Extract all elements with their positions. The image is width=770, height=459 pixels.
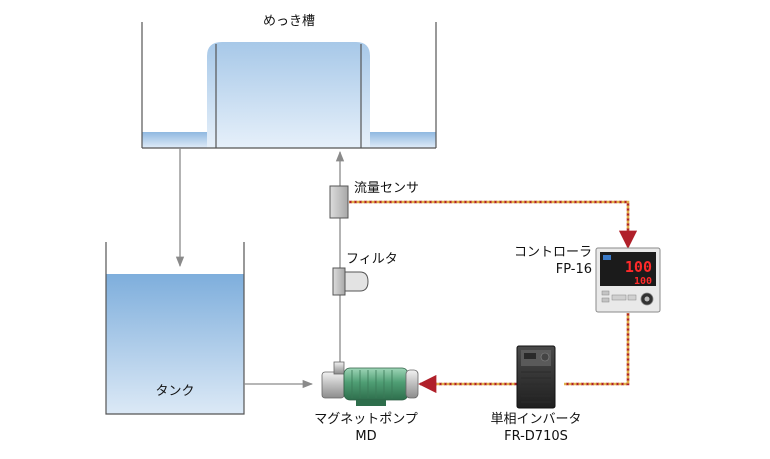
flow-sensor (329, 185, 349, 219)
plating-tank-inner-water (207, 42, 370, 148)
tank-label: タンク (155, 384, 195, 399)
inverter-model-label: FR-D710S (504, 429, 568, 444)
signal-controller-to-inverter (564, 313, 630, 386)
filter (332, 267, 369, 296)
signal-sensor-to-controller-overlay (349, 200, 638, 249)
inverter-vents (521, 371, 551, 403)
flow-sensor-label: 流量センサ (354, 181, 420, 196)
pipes (175, 148, 345, 389)
inverter-display (524, 353, 536, 359)
inverter-dial-icon (540, 352, 550, 362)
controller-name-label: コントローラ (513, 245, 592, 260)
controller-model-label: FP-16 (555, 262, 592, 277)
inverter-name-label: 単相インバータ (490, 412, 582, 427)
pump-name-label: マグネットポンプ (314, 412, 418, 427)
signal-lines (349, 200, 638, 394)
pump-head (321, 371, 345, 399)
pump-motor-cap (405, 369, 419, 399)
flow-sensor-body (329, 185, 349, 219)
pump-base (356, 400, 386, 406)
magnet-pump (321, 361, 419, 406)
plating-tank (141, 22, 437, 149)
signal-controller-to-inverter-overlay (564, 313, 630, 386)
controller-pv-value: 100 (625, 258, 652, 276)
pump-motor-fins (351, 370, 393, 398)
storage-tank-walls (105, 242, 245, 415)
filter-label: フィルタ (346, 252, 398, 267)
controller-sv-value: 100 (634, 276, 652, 287)
controller-indicator-icon (603, 255, 611, 260)
signal-sensor-to-controller (349, 200, 630, 247)
controller-keys (601, 290, 637, 303)
plating-tank-label: めっき槽 (262, 14, 315, 29)
filter-cartridge (344, 271, 369, 292)
controller-device: 100 100 (595, 247, 661, 313)
controller-dial-center (644, 296, 650, 302)
storage-tank-water (106, 274, 244, 414)
filter-housing (332, 267, 346, 296)
pump-model-label: MD (355, 429, 377, 444)
inverter-device (516, 345, 556, 409)
pump-outlet (333, 361, 345, 375)
storage-tank (105, 242, 245, 415)
